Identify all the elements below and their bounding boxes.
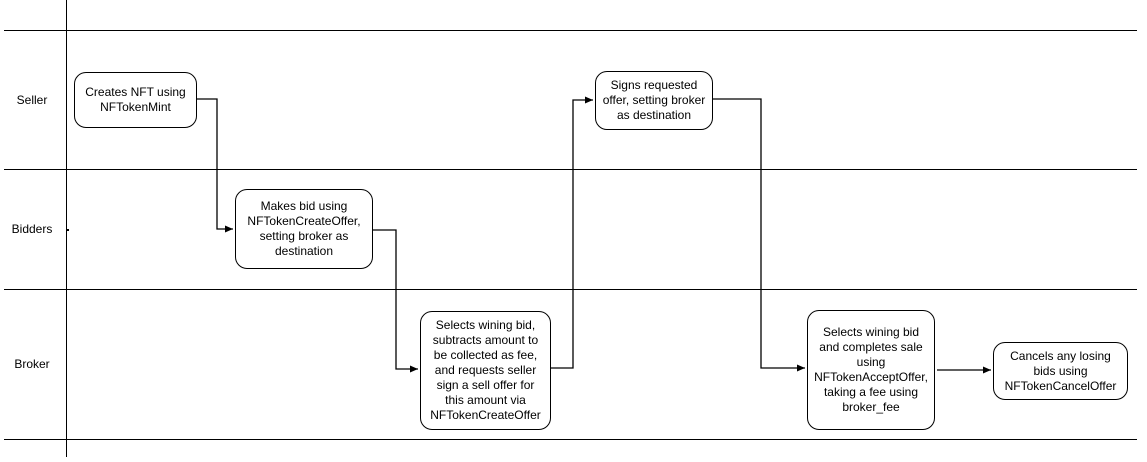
- connector-selects-bid-to-signs-offer: [551, 96, 593, 369]
- step-creates-nft: Creates NFT using NFTokenMint: [74, 72, 197, 128]
- lane-label-bidders: Bidders: [0, 169, 64, 289]
- step-label: Signs requested offer, setting broker as…: [602, 78, 706, 122]
- step-selects-bid-requests-sign: Selects wining bid, subtracts amount to …: [420, 311, 551, 430]
- connector-creates-nft-to-makes-bid: [197, 98, 233, 233]
- connector-signs-offer-to-completes-sale: [713, 98, 805, 372]
- step-cancels-bids: Cancels any losing bids using NFTokenCan…: [993, 342, 1128, 400]
- stray-mark: [67, 229, 69, 231]
- step-label: Cancels any losing bids using NFTokenCan…: [1004, 348, 1117, 393]
- lane-border-seller-bidders: [4, 169, 1137, 170]
- step-signs-offer: Signs requested offer, setting broker as…: [595, 71, 713, 130]
- lane-border-bidders-broker: [4, 289, 1137, 290]
- lane-border-bottom: [4, 439, 1137, 440]
- step-label: Selects wining bid and completes sale us…: [814, 325, 928, 414]
- lane-label-text: Broker: [14, 357, 50, 371]
- step-label: Selects wining bid, subtracts amount to …: [430, 318, 541, 422]
- lane-header-divider: [66, 0, 67, 457]
- step-completes-sale: Selects wining bid and completes sale us…: [807, 310, 935, 430]
- lane-label-seller: Seller: [0, 30, 64, 169]
- lane-border-top: [4, 30, 1137, 31]
- connector-makes-bid-to-selects-bid: [373, 229, 418, 373]
- step-makes-bid: Makes bid using NFTokenCreateOffer, sett…: [235, 189, 373, 269]
- lane-label-text: Bidders: [11, 222, 53, 236]
- lane-label-text: Seller: [16, 92, 48, 107]
- step-label: Creates NFT using NFTokenMint: [85, 85, 186, 114]
- step-label: Makes bid using NFTokenCreateOffer, sett…: [247, 199, 361, 258]
- lane-label-broker: Broker: [0, 289, 64, 439]
